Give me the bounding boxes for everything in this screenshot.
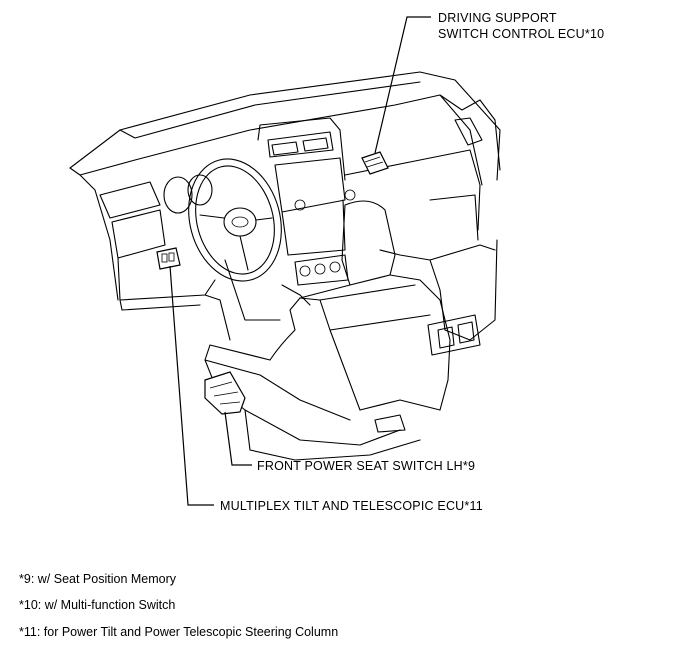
driver-seat-drawing [204,200,451,461]
leader-line-multiplex-tilt-ecu [169,265,214,506]
driving-support-ecu-callout: DRIVING SUPPORT SWITCH CONTROL ECU*10 [438,10,604,42]
footnote-11: *11: for Power Tilt and Power Telescopic… [19,625,339,639]
front-power-seat-switch-callout: FRONT POWER SEAT SWITCH LH*9 [257,459,476,473]
multiplex-tilt-ecu-part [156,247,181,270]
dashboard-drawing [69,71,501,356]
footnote-9: *9: w/ Seat Position Memory [19,572,177,586]
driving-support-ecu-callout-line1: DRIVING SUPPORT [438,11,557,25]
power-seat-switch-part [204,371,246,415]
multiplex-tilt-ecu-callout: MULTIPLEX TILT AND TELESCOPIC ECU*11 [220,499,483,513]
leader-line-power-seat-switch [224,411,252,466]
driving-support-ecu-callout-line2: SWITCH CONTROL ECU*10 [438,27,605,41]
footnote-10: *10: w/ Multi-function Switch [19,598,176,612]
leader-line-driving-support-ecu [374,16,431,154]
driving-support-ecu-part [361,151,389,175]
